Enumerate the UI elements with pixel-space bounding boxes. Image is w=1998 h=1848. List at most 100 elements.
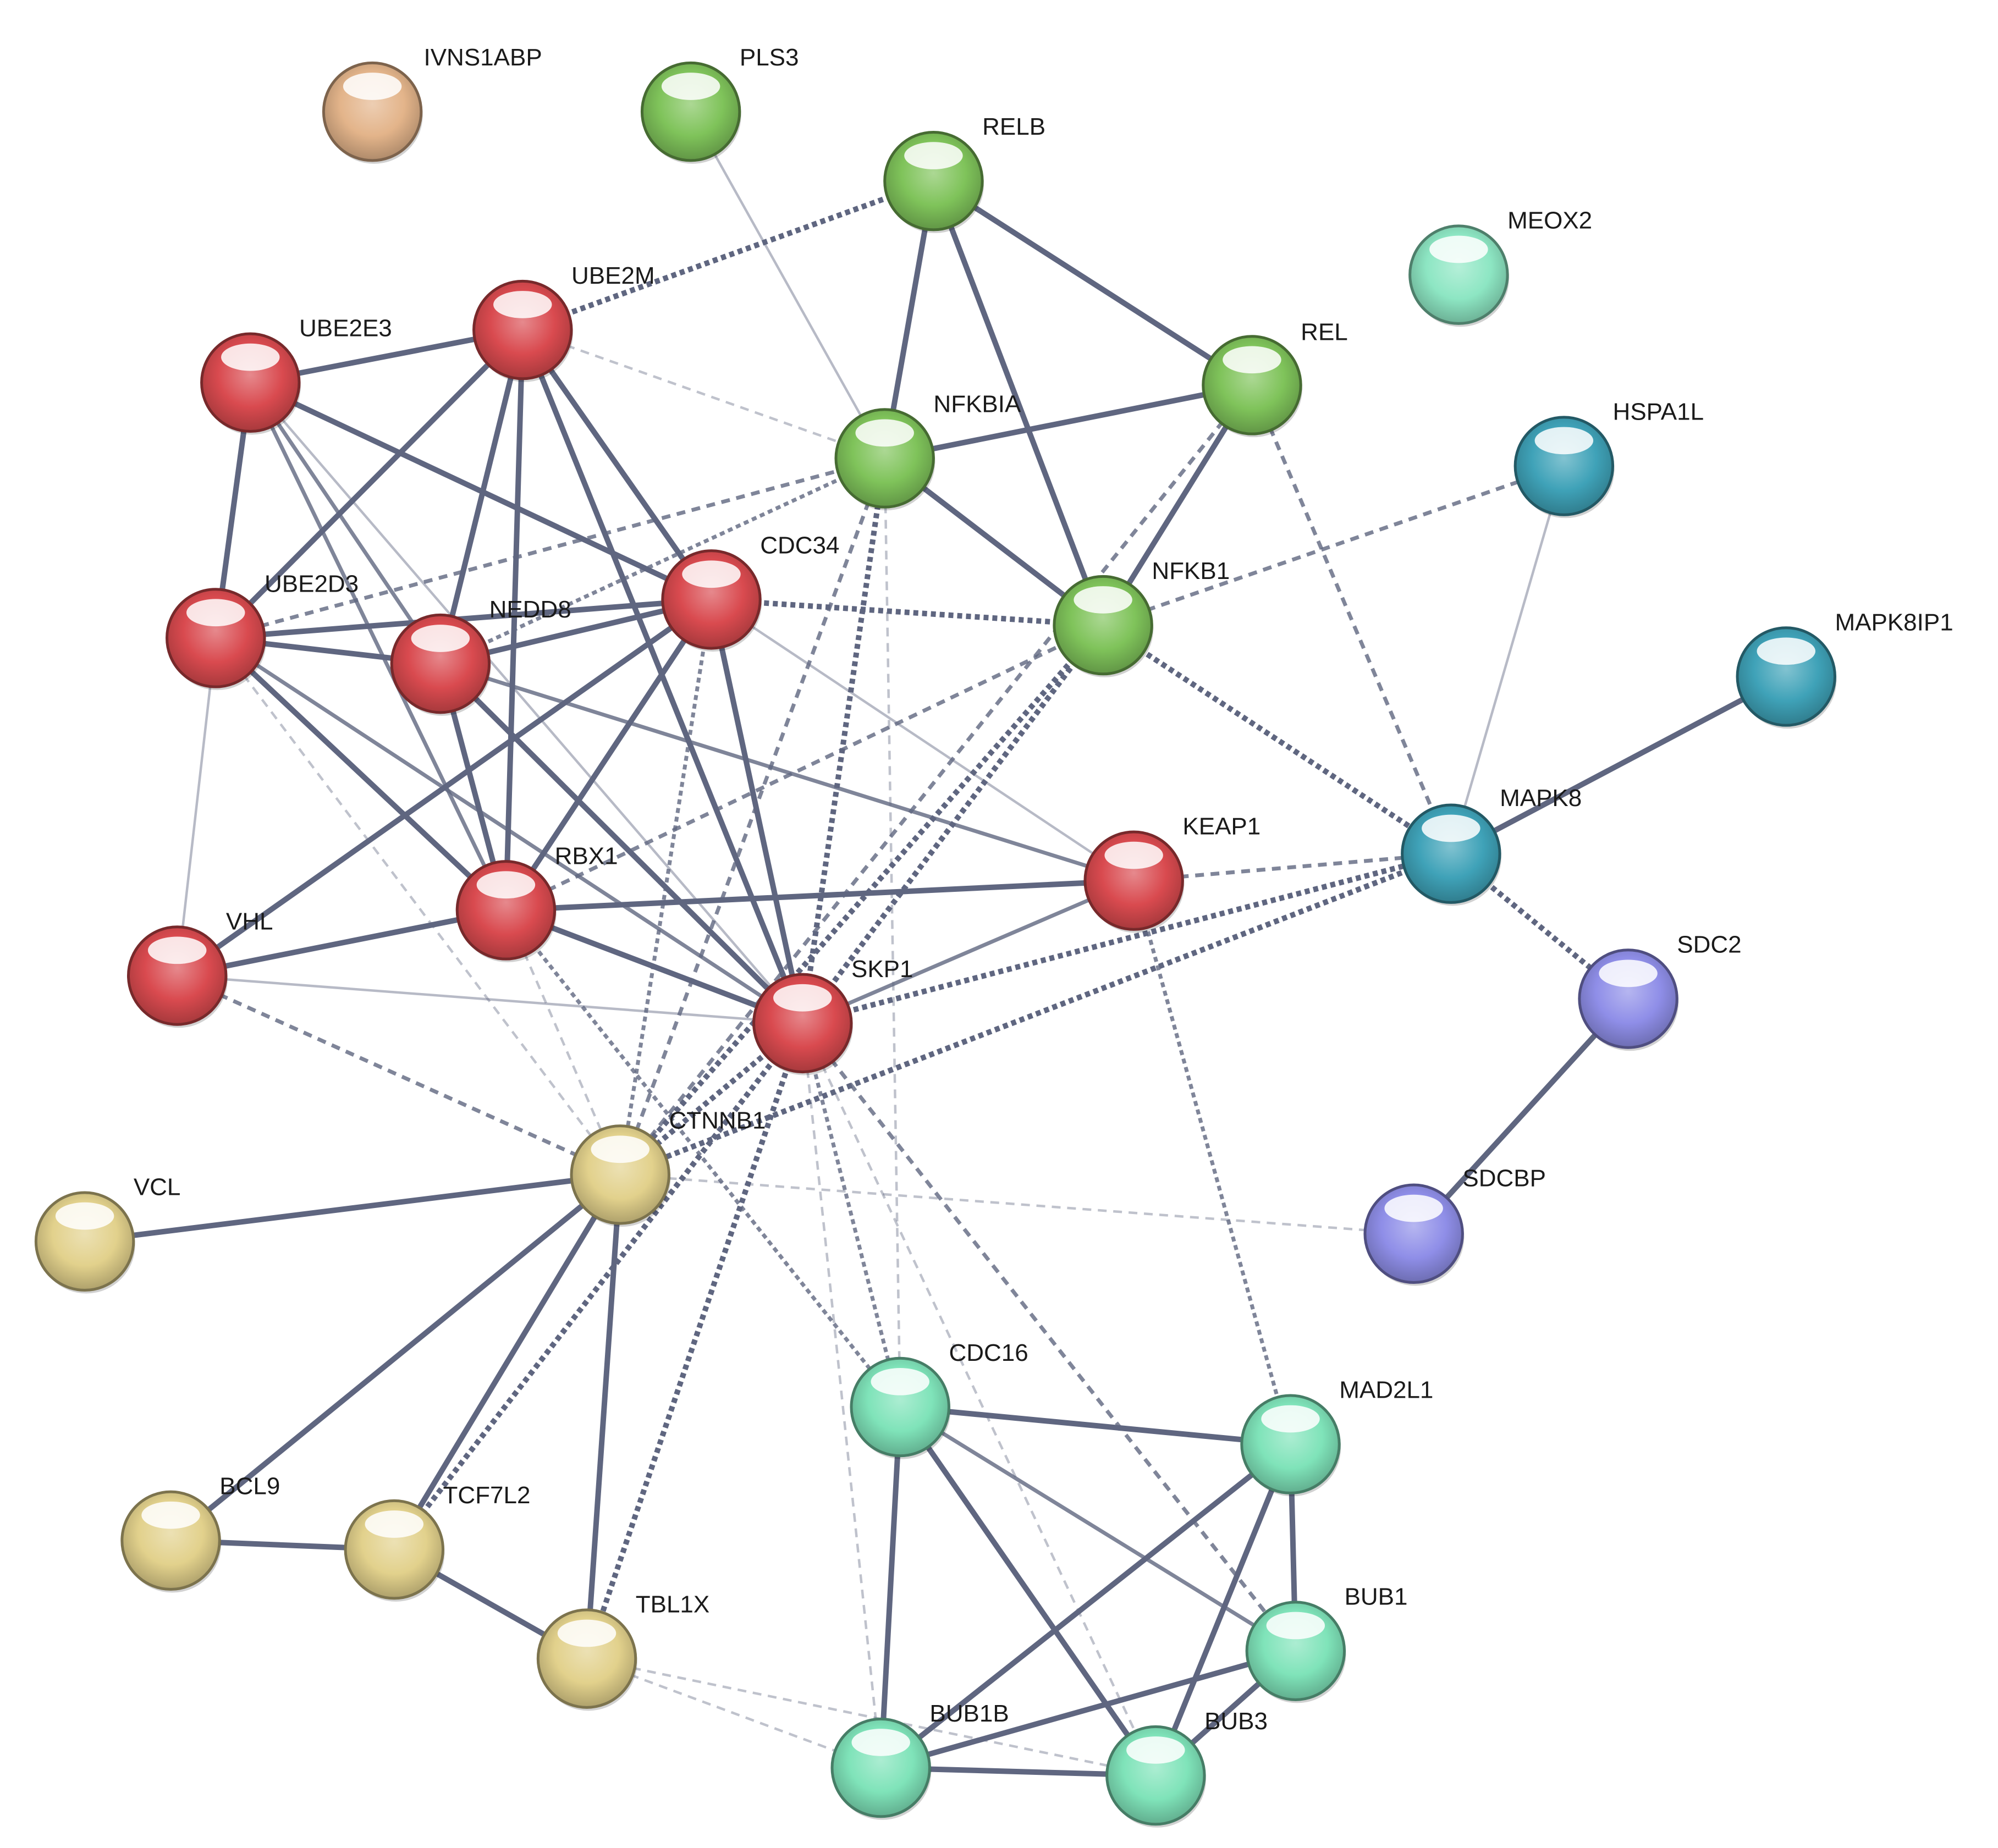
node-pls3[interactable]: PLS3 (640, 44, 799, 164)
edge-cdc34-rbx1 (503, 598, 714, 912)
node-label: IVNS1ABP (423, 44, 542, 71)
edge-vhl-ctnnb1 (176, 974, 621, 1177)
edge-skp1-cdc16 (800, 1022, 902, 1408)
node-highlight (591, 1135, 650, 1163)
node-label: NFKB1 (1152, 558, 1230, 584)
node-highlight (1223, 346, 1281, 374)
node-bub1[interactable]: BUB1 (1245, 1583, 1408, 1703)
node-sdc2[interactable]: SDC2 (1578, 931, 1742, 1051)
edge-rel-nfkbia (884, 382, 1253, 461)
node-tbl1x[interactable]: TBL1X (536, 1591, 709, 1711)
node-label: BCL9 (219, 1473, 280, 1500)
edge-relb-rel (932, 179, 1254, 388)
edge-mapk8-ctnnb1 (619, 851, 1452, 1178)
edge-rbx1-skp1 (505, 907, 804, 1026)
node-nfkbia[interactable]: NFKBIA (834, 390, 1021, 511)
edge-skp1-tcf7l2 (392, 1021, 805, 1552)
node-mapk8[interactable]: MAPK8 (1401, 785, 1582, 906)
edge-mad2l1-bub1b (879, 1442, 1292, 1770)
edge-ctnnb1-tbl1x (584, 1174, 623, 1659)
node-vhl[interactable]: VHL (126, 908, 273, 1028)
node-label: CDC16 (949, 1339, 1028, 1366)
node-ube2e3[interactable]: UBE2E3 (200, 315, 392, 435)
node-highlight (1261, 1405, 1320, 1433)
node-bub1b[interactable]: BUB1B (830, 1700, 1009, 1820)
node-highlight (1104, 841, 1163, 869)
node-nedd8[interactable]: NEDD8 (390, 596, 571, 716)
node-label: MAD2L1 (1339, 1377, 1433, 1404)
node-bcl9[interactable]: BCL9 (120, 1473, 280, 1593)
edge-ube2d3-nfkbia (215, 456, 885, 640)
node-highlight (851, 1729, 910, 1756)
node-highlight (1074, 586, 1132, 614)
edge-relb-nfkb1 (931, 180, 1106, 626)
node-label: HSPA1L (1613, 398, 1704, 425)
node-nfkb1[interactable]: NFKB1 (1053, 558, 1230, 677)
node-label: UBE2E3 (299, 315, 392, 342)
node-label: PLS3 (740, 44, 799, 71)
node-vcl[interactable]: VCL (34, 1174, 181, 1294)
edge-ube2m-ube2d3 (213, 328, 525, 640)
node-label: RBX1 (555, 842, 618, 869)
edge-skp1-mapk8 (802, 851, 1452, 1026)
node-label: TCF7L2 (443, 1482, 531, 1509)
node-tcf7l2[interactable]: TCF7L2 (344, 1482, 531, 1602)
edge-skp1-bub1 (801, 1022, 1297, 1652)
node-bub3[interactable]: BUB3 (1105, 1708, 1268, 1828)
edge-cdc16-bub1 (899, 1405, 1297, 1653)
node-label: UBE2M (571, 262, 655, 289)
edge-ube2m-nfkbia (522, 328, 885, 460)
node-highlight (147, 936, 207, 964)
node-ube2d3[interactable]: UBE2D3 (166, 570, 359, 691)
node-skp1[interactable]: SKP1 (752, 956, 913, 1075)
node-keap1[interactable]: KEAP1 (1083, 813, 1261, 933)
node-label: NEDD8 (489, 596, 571, 623)
node-ctnnb1[interactable]: CTNNB1 (570, 1107, 766, 1227)
node-mapk8ip1[interactable]: MAPK8IP1 (1736, 609, 1953, 729)
node-label: VCL (134, 1174, 181, 1201)
edge-skp1-keap1 (801, 879, 1135, 1025)
node-highlight (1757, 637, 1815, 665)
edge-ctnnb1-vcl (84, 1172, 621, 1244)
node-rel[interactable]: REL (1202, 319, 1348, 438)
edge-cdc34-keap1 (711, 598, 1135, 882)
edge-cdc34-ctnnb1 (618, 599, 713, 1175)
node-highlight (1126, 1736, 1185, 1764)
node-label: KEAP1 (1182, 813, 1261, 840)
node-mad2l1[interactable]: MAD2L1 (1240, 1377, 1434, 1497)
node-highlight (557, 1619, 617, 1647)
node-ivns1abp[interactable]: IVNS1ABP (322, 44, 542, 164)
edge-ube2m-nedd8 (437, 329, 526, 665)
edge-rbx1-vhl (177, 907, 507, 979)
edge-rbx1-keap1 (505, 878, 1134, 913)
edge-bub1-bub1b (880, 1648, 1297, 1770)
node-meox2[interactable]: MEOX2 (1408, 207, 1592, 327)
node-sdcbp[interactable]: SDCBP (1363, 1165, 1546, 1286)
edge-nfkb1-ctnnb1 (618, 623, 1105, 1177)
edge-ube2m-relb (521, 178, 935, 333)
edge-skp1-nfkbia (800, 457, 888, 1024)
node-cdc16[interactable]: CDC16 (850, 1339, 1028, 1459)
edge-ube2d3-ctnnb1 (214, 637, 621, 1176)
node-label: SDC2 (1677, 931, 1741, 958)
node-highlight (141, 1501, 200, 1529)
node-cdc34[interactable]: CDC34 (661, 532, 840, 652)
node-highlight (773, 984, 832, 1012)
edge-rbx1-nfkb1 (505, 623, 1104, 912)
edge-ube2e3-rbx1 (249, 382, 508, 911)
edge-rel-ctnnb1 (618, 384, 1254, 1176)
node-label: SKP1 (851, 956, 913, 983)
edge-mapk8ip1-mapk8 (1450, 674, 1788, 857)
edge-tbl1x-bub1b (586, 1657, 882, 1769)
node-highlight (1429, 235, 1488, 263)
node-ube2m[interactable]: UBE2M (472, 262, 655, 382)
node-highlight (1534, 427, 1594, 455)
edge-ube2d3-rbx1 (213, 636, 508, 913)
node-hspa1l[interactable]: HSPA1L (1513, 398, 1704, 518)
node-highlight (1422, 814, 1480, 842)
edge-cdc16-bub3 (898, 1405, 1158, 1777)
node-rbx1[interactable]: RBX1 (455, 842, 618, 963)
node-relb[interactable]: RELB (883, 113, 1045, 233)
node-highlight (476, 871, 536, 899)
